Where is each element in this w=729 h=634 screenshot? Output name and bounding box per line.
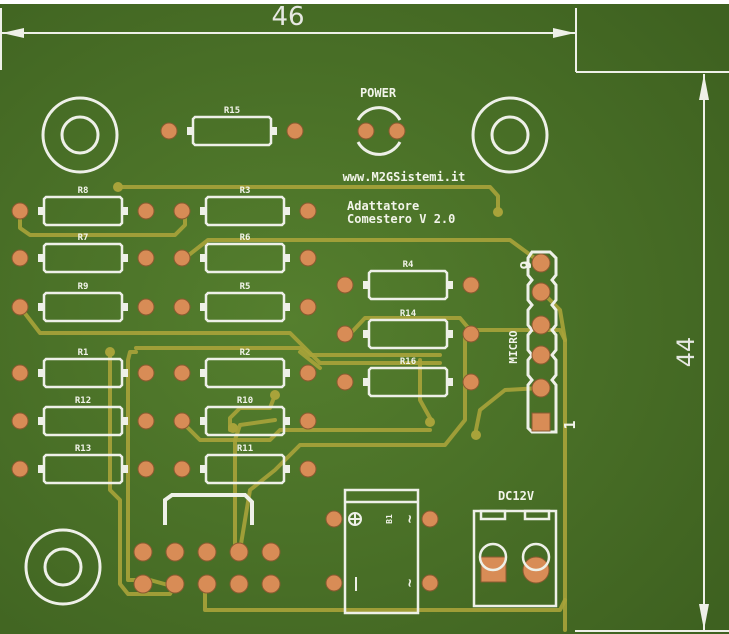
resistor-label: R4 xyxy=(403,260,414,270)
header-pad xyxy=(133,574,153,594)
resistor-pad xyxy=(462,373,480,391)
resistor-pad xyxy=(11,249,29,267)
resistor-r16: R16 xyxy=(336,357,480,398)
header-pad xyxy=(261,542,281,562)
resistor-label: R12 xyxy=(75,396,91,406)
resistor-pad xyxy=(11,412,29,430)
bridge-ac2: ~ xyxy=(402,579,418,587)
resistor-r14: R14 xyxy=(336,309,480,350)
resistor-r10: R10 xyxy=(173,396,317,437)
header-pad xyxy=(229,542,249,562)
resistor-pad xyxy=(299,460,317,478)
resistor-r11: R11 xyxy=(173,444,317,485)
resistor-pad xyxy=(137,364,155,382)
resistor-pad xyxy=(160,122,178,140)
resistor-label: R11 xyxy=(237,444,253,454)
height-dimension: 44 xyxy=(575,74,729,632)
width-dimension-label: 46 xyxy=(271,2,304,32)
resistor-pad xyxy=(173,412,191,430)
resistor-label: R6 xyxy=(240,233,251,243)
resistor-pad xyxy=(137,202,155,220)
resistor-r6: R6 xyxy=(173,233,317,274)
dc12v-label: DC12V xyxy=(498,489,534,503)
resistor-r3: R3 xyxy=(173,186,317,227)
mounting-hole-top-right xyxy=(471,96,549,174)
resistor-r1: R1 xyxy=(11,348,155,389)
resistor-pad xyxy=(137,460,155,478)
resistor-label: R15 xyxy=(224,106,240,116)
resistor-label: R10 xyxy=(237,396,253,406)
resistor-pad xyxy=(173,298,191,316)
resistor-pad xyxy=(173,460,191,478)
mounting-hole-bottom-left xyxy=(24,528,102,606)
resistor-label: R7 xyxy=(78,233,89,243)
resistor-r4: R4 xyxy=(336,260,480,301)
resistor-r15: R15 xyxy=(160,106,304,147)
resistor-pad xyxy=(11,202,29,220)
resistor-pad xyxy=(336,373,354,391)
resistor-label: R5 xyxy=(240,282,251,292)
resistor-pad xyxy=(286,122,304,140)
resistor-pad xyxy=(336,276,354,294)
website-label: www.M2GSistemi.it xyxy=(343,170,466,184)
header-2x5 xyxy=(133,493,281,594)
width-dimension: 46 xyxy=(0,2,729,73)
resistor-label: R14 xyxy=(400,309,417,319)
resistor-pad xyxy=(137,249,155,267)
resistor-r7: R7 xyxy=(11,233,155,274)
resistor-label: R2 xyxy=(240,348,251,358)
bridge-ac1: ~ xyxy=(402,515,418,523)
header-pad xyxy=(165,542,185,562)
header-pad xyxy=(197,574,217,594)
micro-connector: MICRO 6 1 xyxy=(507,250,579,434)
resistor-pad xyxy=(299,249,317,267)
resistor-pad xyxy=(11,298,29,316)
resistor-pad xyxy=(173,364,191,382)
resistor-r2: R2 xyxy=(173,348,317,389)
resistor-pad xyxy=(462,325,480,343)
resistor-pad xyxy=(173,249,191,267)
resistor-pad xyxy=(11,364,29,382)
resistor-label: R13 xyxy=(75,444,91,454)
height-dimension-label: 44 xyxy=(672,337,700,368)
header-pad xyxy=(229,574,249,594)
resistor-label: R9 xyxy=(78,282,89,292)
pin-1-label: 1 xyxy=(561,420,579,429)
resistor-r9: R9 xyxy=(11,282,155,323)
header-pad xyxy=(165,574,185,594)
resistor-r5: R5 xyxy=(173,282,317,323)
mounting-hole-top-left xyxy=(41,96,119,174)
power-led: POWER xyxy=(356,86,406,156)
bridge-label: B1 xyxy=(385,514,394,524)
micro-label: MICRO xyxy=(507,330,520,363)
title-line-1: Adattatore xyxy=(347,199,419,213)
header-pad xyxy=(197,542,217,562)
resistor-pad xyxy=(137,412,155,430)
resistor-label: R3 xyxy=(240,186,251,196)
resistor-pad xyxy=(336,325,354,343)
resistor-r8: R8 xyxy=(11,186,155,227)
resistor-pad xyxy=(137,298,155,316)
power-label: POWER xyxy=(360,86,397,100)
resistor-pad xyxy=(299,298,317,316)
resistor-pad xyxy=(462,276,480,294)
resistor-pad xyxy=(299,364,317,382)
resistor-r13: R13 xyxy=(11,444,155,485)
resistor-label: R1 xyxy=(78,348,89,358)
resistor-label: R8 xyxy=(78,186,89,196)
header-pad xyxy=(261,574,281,594)
header-pad xyxy=(133,542,153,562)
bridge-rectifier: B1 ~ ~ xyxy=(325,488,439,615)
resistor-pad xyxy=(299,202,317,220)
title-line-2: Comestero V 2.0 xyxy=(347,212,455,226)
pin-6-label: 6 xyxy=(516,260,534,269)
resistor-pad xyxy=(11,460,29,478)
resistor-label: R16 xyxy=(400,357,416,367)
resistor-pad xyxy=(299,412,317,430)
resistor-pad xyxy=(173,202,191,220)
dc12v-terminal: DC12V xyxy=(472,489,558,608)
resistor-r12: R12 xyxy=(11,396,155,437)
